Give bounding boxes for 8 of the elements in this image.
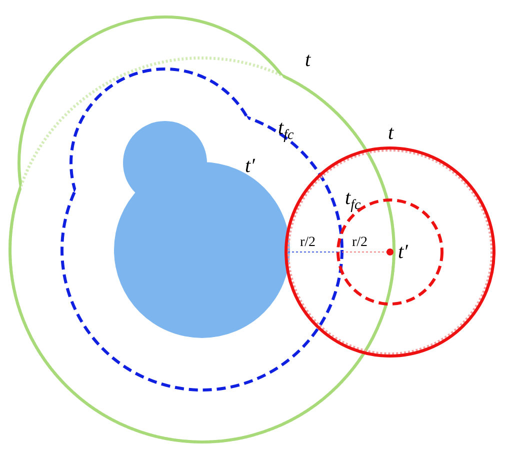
variable-label: t′ xyxy=(398,242,408,262)
variable-label: t xyxy=(305,50,311,70)
radius-label: r/2 xyxy=(300,236,316,250)
variable-label: t$_{fc}$ xyxy=(278,118,294,143)
variable-label: t xyxy=(388,123,394,143)
variable-label: t$_{fc}$ xyxy=(345,188,361,213)
radius-label: r/2 xyxy=(352,236,368,250)
variable-label: t′ xyxy=(245,156,255,176)
